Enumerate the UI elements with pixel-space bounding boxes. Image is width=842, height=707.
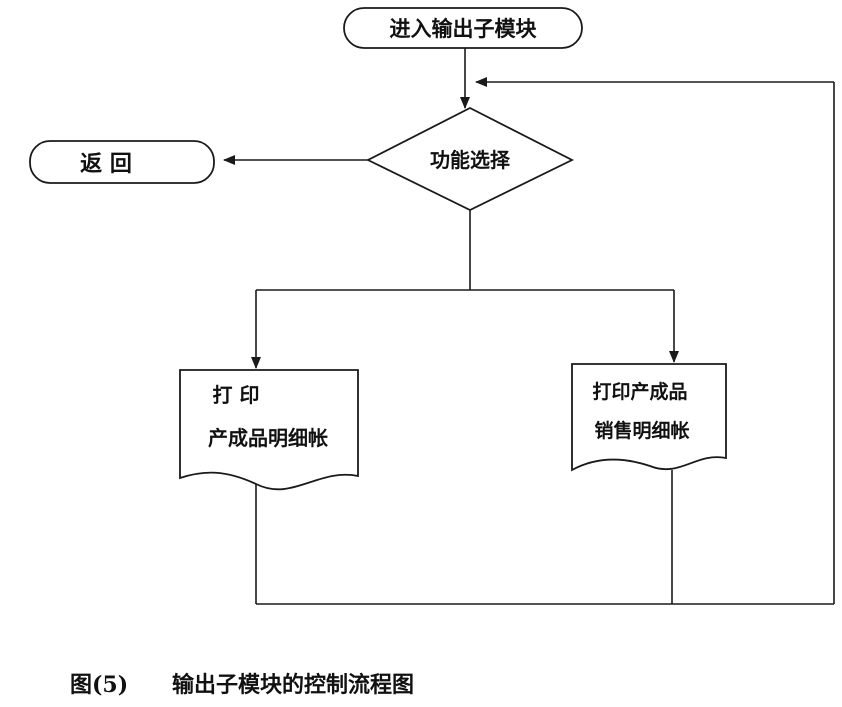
- start-node-label: 进入输出子模块: [390, 17, 538, 41]
- return-node-label: 返 回: [80, 152, 132, 177]
- print-finished-goods-sales-detail-doc: 打印产成品 销售明细帐: [571, 363, 727, 472]
- print-finished-goods-detail-doc: 打 印 产成品明细帐: [179, 369, 359, 491]
- start-terminator-shape: [343, 7, 583, 49]
- left-doc-line1: 打 印: [213, 383, 260, 407]
- figure-caption: 图(5) 输出子模块的控制流程图: [70, 672, 414, 698]
- decision-diamond-shape: [365, 106, 575, 212]
- start-node: 进入输出子模块: [343, 7, 583, 49]
- right-document-shape: [571, 363, 727, 472]
- right-doc-line1: 打印产成品: [592, 380, 687, 403]
- return-node: 返 回: [29, 140, 215, 184]
- return-terminator-shape: [29, 140, 215, 184]
- decision-node-label: 功能选择: [430, 148, 511, 172]
- figure-caption-text: 输出子模块的控制流程图: [172, 672, 414, 698]
- decision-node: 功能选择: [365, 106, 575, 212]
- left-document-shape: [179, 369, 359, 491]
- left-doc-line2: 产成品明细帐: [208, 426, 328, 450]
- figure-caption-label: 图(5): [70, 672, 128, 698]
- right-doc-line2: 销售明细帐: [594, 419, 689, 442]
